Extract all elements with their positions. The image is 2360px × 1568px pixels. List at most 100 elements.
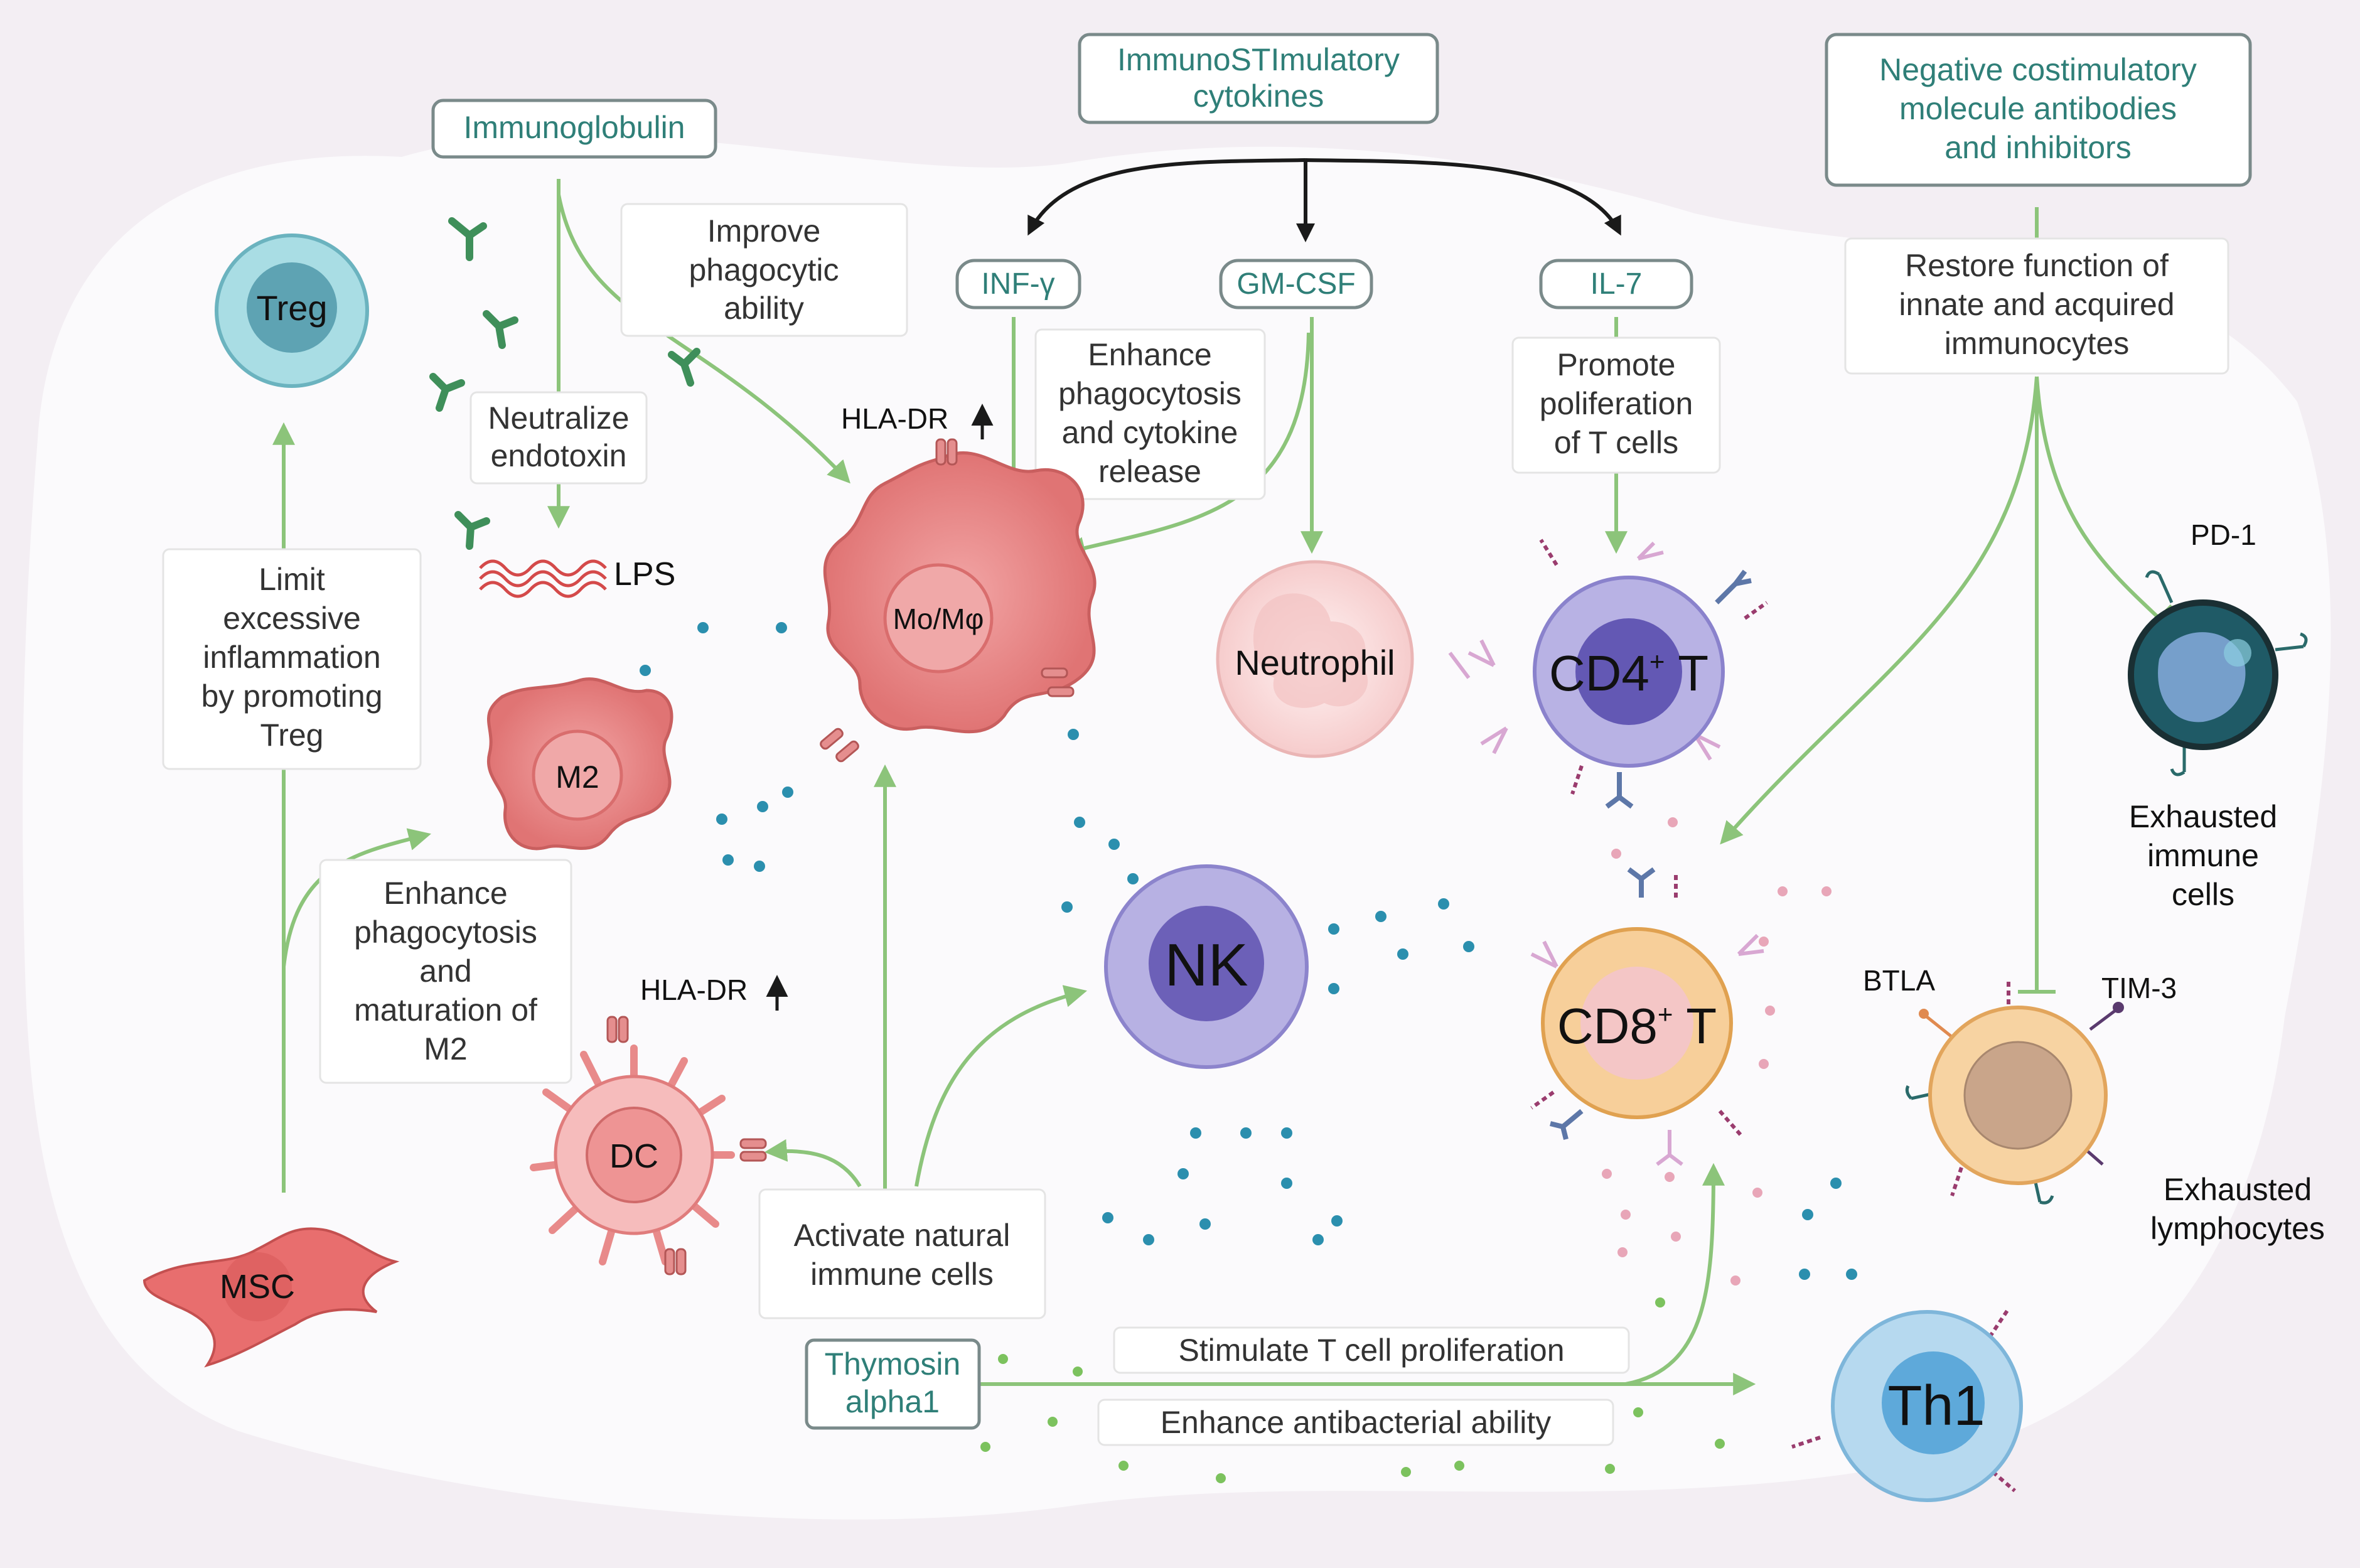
mo-label: Mo/Mφ	[893, 603, 984, 635]
treg-cell: Treg	[215, 234, 369, 388]
cytokine-dots-green	[980, 1297, 1853, 1483]
enhance-m2-line5: M2	[424, 1031, 467, 1066]
negative-label-line1: Negative costimulatory	[1879, 52, 2197, 87]
neutralize-line2: endotoxin	[491, 438, 627, 473]
exhausted-lymph-line2: lymphocytes	[2150, 1211, 2325, 1246]
arrow-activate-dc	[764, 1139, 862, 1188]
il7-label: IL-7	[1590, 267, 1643, 301]
limit-inflammation-box: Limit excessive inflammation by promotin…	[162, 548, 422, 770]
nk-cell: NK	[1104, 864, 1309, 1069]
m2-label: M2	[555, 760, 599, 795]
limit-line2: excessive	[223, 601, 361, 636]
il7-box: IL-7	[1539, 259, 1693, 309]
promote-line1: Promote	[1557, 347, 1676, 382]
limit-line1: Limit	[259, 562, 325, 597]
enhance-m2-box: Enhance phagocytosis and maturation of M…	[319, 859, 572, 1084]
thymosin-line2: alpha1	[845, 1384, 940, 1419]
enhance-m2-line4: maturation of	[354, 992, 537, 1028]
negative-costimulatory-box: Negative costimulatory molecule antibodi…	[1825, 33, 2252, 187]
limit-line5: Treg	[260, 717, 324, 753]
exhausted-immune-line1: Exhausted	[2129, 799, 2277, 834]
neutrophil-label: Neutrophil	[1235, 643, 1395, 682]
antibacterial-label: Enhance antibacterial ability	[1161, 1405, 1552, 1440]
enhance-m2-line3: and	[419, 953, 471, 989]
cytokine-dots-pink	[1602, 817, 1832, 1286]
activate-natural-box: Activate natural immune cells	[758, 1188, 1046, 1319]
dc-label: DC	[609, 1137, 658, 1175]
cd4-sup: +	[1649, 647, 1665, 676]
antibody-icons	[429, 217, 700, 550]
antibacterial-box: Enhance antibacterial ability	[1097, 1399, 1614, 1446]
enhance-cyto-line3: and cytokine	[1062, 415, 1238, 450]
gmcsf-box: GM-CSF	[1219, 259, 1373, 309]
macrophage-cell: Mo/Mφ	[820, 438, 1097, 763]
thymosin-line1: Thymosin	[825, 1346, 961, 1382]
cd4-label: CD4+ T	[1549, 645, 1708, 701]
hla-dr-label-1: HLA-DR	[841, 402, 948, 435]
stimulate-label: Stimulate T cell proliferation	[1178, 1333, 1564, 1368]
cd8-sup: +	[1658, 999, 1673, 1029]
restore-line3: immunocytes	[1944, 326, 2130, 361]
lps-icon	[479, 559, 607, 598]
cd8-t-cell: CD8+ T	[1530, 867, 1764, 1166]
cytokines-label-line1: ImmunoSTImulatory	[1117, 42, 1400, 77]
arrow-restore-cd8	[1720, 376, 2039, 845]
dc-hla-receptor	[606, 1016, 767, 1275]
pd1-label: PD-1	[2191, 518, 2256, 551]
improve-line3: ability	[724, 291, 804, 326]
infg-label: INF-γ	[981, 267, 1054, 301]
immunoglobulin-box: Immunoglobulin	[431, 99, 717, 159]
msc-label: MSC	[220, 1268, 295, 1306]
btla-label: BTLA	[1863, 964, 1935, 997]
th1-cell: Th1	[1791, 1308, 2023, 1502]
restore-line1: Restore function of	[1905, 248, 2169, 283]
arrows	[272, 158, 2174, 1395]
cd8-main: CD8	[1557, 998, 1658, 1054]
th1-label: Th1	[1887, 1375, 1985, 1437]
improve-line2: phagocytic	[689, 252, 839, 287]
thymosin-box: Thymosin alpha1	[805, 1338, 981, 1430]
limit-line4: by promoting	[201, 679, 382, 714]
cytokines-label-line2: cytokines	[1193, 78, 1324, 114]
exhausted-lymphocyte-cell	[1905, 979, 2124, 1205]
exhausted-lymph-line1: Exhausted	[2164, 1172, 2312, 1207]
neutralize-endotoxin-box: Neutralize endotoxin	[469, 391, 648, 485]
promote-line2: poliferation	[1540, 386, 1693, 421]
cd8-label: CD8+ T	[1557, 998, 1717, 1054]
cytokines-box: ImmunoSTImulatory cytokines	[1078, 33, 1439, 124]
lps-label: LPS	[614, 556, 675, 593]
cytokine-dots-blue	[640, 622, 1857, 1280]
nk-label: NK	[1164, 932, 1248, 999]
treg-label: Treg	[256, 288, 327, 328]
negative-label-line3: and inhibitors	[1944, 130, 2131, 165]
cd4-t-cell: CD4+ T	[1448, 539, 1768, 809]
cd4-suffix: T	[1665, 645, 1708, 701]
stimulate-t-box: Stimulate T cell proliferation	[1113, 1326, 1630, 1374]
gmcsf-label: GM-CSF	[1236, 267, 1355, 301]
exhausted-immune-cell	[2128, 570, 2308, 776]
enhance-phagocytosis-cytokine-box: Enhance phagocytosis and cytokine releas…	[1034, 328, 1266, 500]
infg-box: INF-γ	[955, 259, 1081, 309]
enhance-cyto-line1: Enhance	[1088, 337, 1211, 372]
cd8-suffix: T	[1673, 998, 1717, 1054]
tim3-label: TIM-3	[2101, 972, 2177, 1004]
msc-cell: MSC	[142, 1227, 400, 1368]
enhance-cyto-line2: phagocytosis	[1058, 376, 1242, 411]
promote-t-cells-box: Promote poliferation of T cells	[1511, 336, 1721, 474]
arrow-cytokines-infg	[1027, 158, 1306, 236]
exhausted-immune-line3: cells	[2172, 877, 2234, 912]
activate-line2: immune cells	[810, 1257, 994, 1292]
restore-function-box: Restore function of innate and acquired …	[1844, 237, 2229, 375]
promote-line3: of T cells	[1554, 425, 1678, 460]
dc-cell: DC	[530, 1016, 767, 1275]
immunoglobulin-label: Immunoglobulin	[464, 110, 685, 145]
inhibit-restore-pd1	[2035, 376, 2161, 620]
cd4-main: CD4	[1549, 645, 1649, 701]
m2-cell: M2	[486, 677, 673, 851]
enhance-m2-line1: Enhance	[384, 876, 507, 911]
restore-line2: innate and acquired	[1899, 287, 2174, 322]
improve-phagocytic-box: Improve phagocytic ability	[620, 203, 908, 337]
enhance-m2-line2: phagocytosis	[354, 915, 537, 950]
negative-label-line2: molecule antibodies	[1899, 91, 2177, 126]
